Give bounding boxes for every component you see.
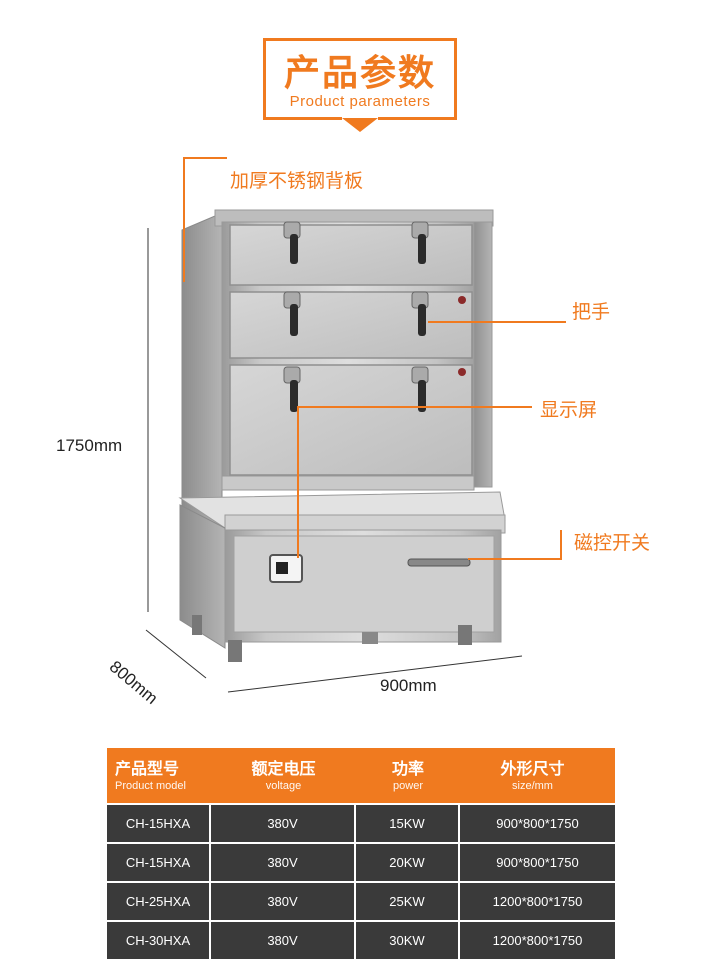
spec-table-header: 产品型号 Product model 额定电压 voltage 功率 power… (107, 748, 615, 803)
cell-size: 900*800*1750 (460, 805, 615, 842)
cell-model: CH-15HXA (107, 805, 211, 842)
leg-front-right (458, 625, 472, 645)
lower-side-panel (179, 504, 226, 649)
handle-icon-1 (283, 221, 301, 264)
cabinet-base-rail (221, 475, 475, 491)
cell-power: 30KW (356, 922, 460, 959)
drawer-3 (229, 364, 473, 476)
cell-power: 20KW (356, 844, 460, 881)
drawer-pull-handle (407, 558, 471, 567)
dimension-width: 900mm (380, 676, 437, 695)
handle-icon-6 (411, 366, 429, 412)
cell-size: 1200*800*1750 (460, 922, 615, 959)
cell-voltage: 380V (211, 922, 356, 959)
lower-cabinet-panel (233, 535, 495, 633)
cabinet-right-column (471, 221, 493, 488)
callout-line-display-h (297, 406, 532, 408)
cell-size: 1200*800*1750 (460, 883, 615, 920)
cell-model: CH-30HXA (107, 922, 211, 959)
header-frame-bottom-right (378, 117, 457, 120)
cell-power: 25KW (356, 883, 460, 920)
table-row: CH-25HXA 380V 25KW 1200*800*1750 (107, 883, 615, 920)
col-header-size: 外形尺寸 size/mm (500, 758, 565, 792)
col-header-voltage: 额定电压 voltage (251, 758, 316, 792)
page-title: 产品参数 (283, 53, 436, 94)
drawer-1 (229, 224, 473, 286)
leg-back-left (192, 615, 202, 635)
cell-voltage: 380V (211, 844, 356, 881)
callout-line-switch-h (468, 558, 562, 560)
cell-voltage: 380V (211, 883, 356, 920)
header-frame (263, 38, 457, 118)
header-arrow-icon (342, 118, 378, 132)
callout-handle: 把手 (572, 301, 611, 323)
table-row: CH-30HXA 380V 30KW 1200*800*1750 (107, 922, 615, 959)
handle-icon-2 (411, 221, 429, 264)
handle-icon-4 (411, 291, 429, 336)
callout-line-handle (428, 321, 566, 323)
cell-size: 900*800*1750 (460, 844, 615, 881)
callout-line-back-v (183, 157, 185, 282)
handle-icon-3 (283, 291, 301, 336)
indicator-light-1 (458, 296, 466, 304)
indicator-light-2 (458, 368, 466, 376)
cell-model: CH-15HXA (107, 844, 211, 881)
steamer-cabinet-illustration (145, 209, 523, 693)
depth-dimension-line (145, 629, 207, 679)
drawer-2 (229, 291, 473, 359)
table-row: CH-15HXA 380V 20KW 900*800*1750 (107, 844, 615, 881)
width-dimension-line (227, 655, 523, 693)
cell-power: 15KW (356, 805, 460, 842)
callout-back-panel: 加厚不锈钢背板 (230, 170, 364, 192)
col-header-model: 产品型号 Product model (115, 758, 186, 792)
table-row: CH-15HXA 380V 15KW 900*800*1750 (107, 805, 615, 842)
cell-model: CH-25HXA (107, 883, 211, 920)
dimension-height: 1750mm (56, 436, 123, 455)
callout-line-switch-v (560, 530, 562, 560)
page-subtitle: Product parameters (289, 93, 431, 110)
callout-magnetic-switch: 磁控开关 (574, 532, 651, 554)
callout-line-back-h (183, 157, 227, 159)
spec-table: 产品型号 Product model 额定电压 voltage 功率 power… (107, 748, 615, 959)
callout-display: 显示屏 (540, 399, 598, 421)
callout-line-display-v (297, 406, 299, 558)
header-frame-bottom-left (263, 117, 342, 120)
drain-valve (362, 632, 378, 644)
cell-voltage: 380V (211, 805, 356, 842)
handle-icon-5 (283, 366, 301, 412)
leg-front-left (228, 640, 242, 662)
col-header-power: 功率 power (391, 758, 424, 792)
